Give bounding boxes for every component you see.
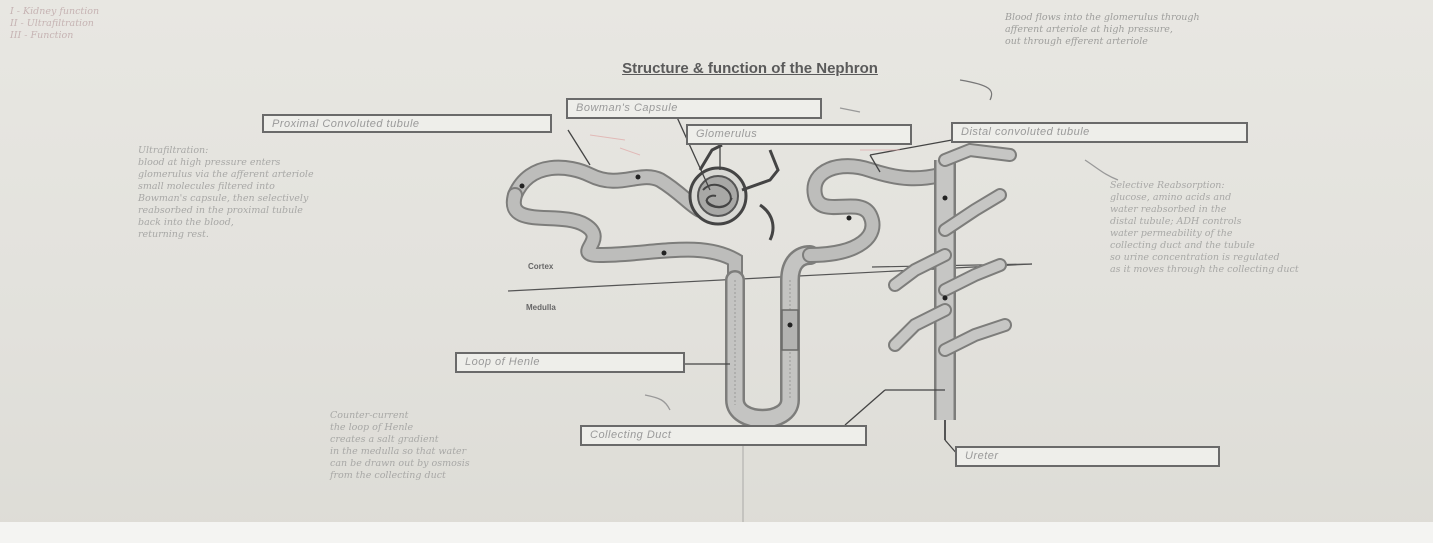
label-distal-convoluted-tubule: Distal convoluted tubule	[951, 122, 1248, 143]
left-note: Ultrafiltration: blood at high pressure …	[138, 145, 314, 241]
afferent-arteriole	[700, 145, 722, 170]
label-glomerulus: Glomerulus	[686, 124, 912, 145]
medulla-label: Medulla	[526, 303, 556, 312]
efferent-arteriole	[742, 150, 778, 190]
bowmans-capsule-glomerulus	[690, 145, 778, 240]
diagram-title: Structure & function of the Nephron	[540, 60, 960, 77]
label-loop-of-henle: Loop of Henle	[455, 352, 685, 373]
cortex-label: Cortex	[528, 262, 553, 271]
label-proximal-convoluted-tubule: Proximal Convoluted tubule	[262, 114, 552, 133]
bottom-note: Counter-current the loop of Henle create…	[330, 410, 470, 482]
thick-ascending-limb	[782, 310, 798, 350]
right-note: Selective Reabsorption: glucose, amino a…	[1110, 180, 1299, 276]
label-ureter: Ureter	[955, 446, 1220, 467]
label-bowmans-capsule: Bowman's Capsule	[566, 98, 822, 119]
label-collecting-duct: Collecting Duct	[580, 425, 867, 446]
collecting-duct-tree	[895, 150, 1010, 440]
legend-note: I - Kidney function II - Ultrafiltration…	[10, 6, 99, 42]
top-right-note: Blood flows into the glomerulus through …	[1005, 12, 1200, 48]
